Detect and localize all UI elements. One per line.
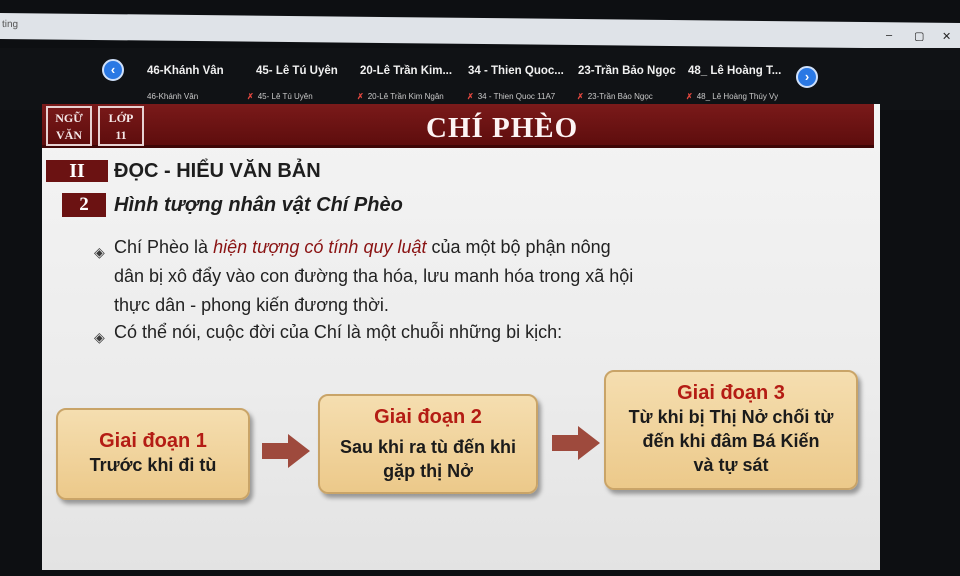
stage-title: Giai đoạn 3	[677, 382, 785, 404]
minimize-icon[interactable]: –	[886, 29, 893, 42]
stage-box-3: Giai đoạn 3 Từ khi bị Thị Nở chối từ đến…	[604, 370, 858, 490]
app-title: ting	[2, 18, 19, 31]
participant-name[interactable]: 46-Khánh Vân	[147, 65, 224, 77]
chevron-right-icon[interactable]: ›	[796, 66, 818, 88]
subject-tag-line: VĂN	[56, 128, 82, 142]
participant-label: ✗20-Lê Trần Kim Ngân	[357, 92, 444, 101]
presentation-slide: NGỮ VĂN LỚP 11 CHÍ PHÈO II ĐỌC - HIỂU VĂ…	[42, 104, 880, 570]
bullet-line: dân bị xô đẩy vào con đường tha hóa, lưu…	[114, 266, 634, 286]
subsection-number: 2	[62, 193, 106, 217]
bullet-line: thực dân - phong kiến đương thời.	[114, 295, 389, 315]
stage-title: Giai đoạn 1	[99, 430, 207, 452]
bullet-line: Chí Phèo là hiện tượng có tính quy luật …	[114, 237, 611, 257]
participant-label: ✗45- Lê Tú Uyên	[247, 92, 313, 101]
stage-description: Trước khi đi tù	[89, 455, 217, 475]
diamond-bullet-icon: ◈	[94, 329, 105, 345]
mic-muted-icon: ✗	[577, 92, 584, 101]
participant-label: ✗34 - Thien Quoc 11A7	[467, 92, 556, 101]
participant-strip: ‹ 46-Khánh Vân 46-Khánh Vân 45- Lê Tú Uy…	[0, 48, 960, 110]
chevron-left-icon[interactable]: ‹	[102, 59, 124, 81]
participant-name[interactable]: 45- Lê Tú Uyên	[256, 65, 338, 77]
stage-description: Từ khi bị Thị Nở chối từ	[628, 407, 834, 427]
subject-tag: NGỮ VĂN	[46, 106, 92, 146]
slide-header: NGỮ VĂN LỚP 11 CHÍ PHÈO	[42, 104, 874, 148]
section-number: II	[46, 160, 108, 182]
arrow-right-icon	[262, 434, 310, 468]
bullet-paragraph: ◈ Chí Phèo là hiện tượng có tính quy luậ…	[94, 233, 754, 320]
stage-description: Sau khi ra tù đến khi	[339, 437, 517, 457]
subsection-title: Hình tượng nhân vật Chí Phèo	[114, 194, 403, 216]
stage-box-2: Giai đoạn 2 Sau khi ra tù đến khi gặp th…	[318, 394, 538, 494]
participant-name[interactable]: 23-Trần Bảo Ngọc	[578, 65, 676, 77]
emphasis-text: hiện tượng có tính quy luật	[213, 237, 427, 257]
grade-tag-line: 11	[115, 128, 127, 142]
section-title: ĐỌC - HIỂU VĂN BẢN	[114, 160, 321, 182]
arrow-right-icon	[552, 426, 600, 460]
stage-title: Giai đoạn 2	[374, 406, 482, 428]
participant-name[interactable]: 48_ Lê Hoàng T...	[688, 65, 782, 77]
close-icon[interactable]: ✕	[942, 30, 952, 43]
stage-description: và tự sát	[693, 455, 769, 475]
mic-muted-icon: ✗	[357, 92, 364, 101]
participant-label: ✗23-Trần Bảo Ngọc	[577, 92, 653, 101]
diamond-bullet-icon: ◈	[94, 244, 105, 260]
participant-name[interactable]: 34 - Thien Quoc...	[468, 65, 564, 77]
subject-tag-line: NGỮ	[55, 111, 83, 125]
window-title-bar: ting – ▢ ✕	[0, 12, 960, 50]
participant-label: 46-Khánh Vân	[147, 92, 199, 101]
maximize-icon[interactable]: ▢	[914, 30, 925, 43]
stage-box-1: Giai đoạn 1 Trước khi đi tù	[56, 408, 250, 500]
grade-tag: LỚP 11	[98, 106, 144, 146]
participant-label: ✗48_ Lê Hoàng Thúy Vy	[686, 92, 779, 101]
mic-muted-icon: ✗	[247, 92, 254, 101]
participant-name[interactable]: 20-Lê Trần Kim...	[360, 65, 453, 77]
bullet-paragraph: ◈ Có thể nói, cuộc đời của Chí là một ch…	[94, 318, 754, 347]
mic-muted-icon: ✗	[686, 92, 693, 101]
stage-description: đến khi đâm Bá Kiến	[642, 431, 820, 451]
slide-title: CHÍ PHÈO	[426, 112, 579, 144]
bullet-line: Có thể nói, cuộc đời của Chí là một chuỗ…	[114, 322, 563, 342]
stage-description: gặp thị Nở	[383, 461, 473, 481]
mic-muted-icon: ✗	[467, 92, 474, 101]
grade-tag-line: LỚP	[108, 111, 134, 125]
